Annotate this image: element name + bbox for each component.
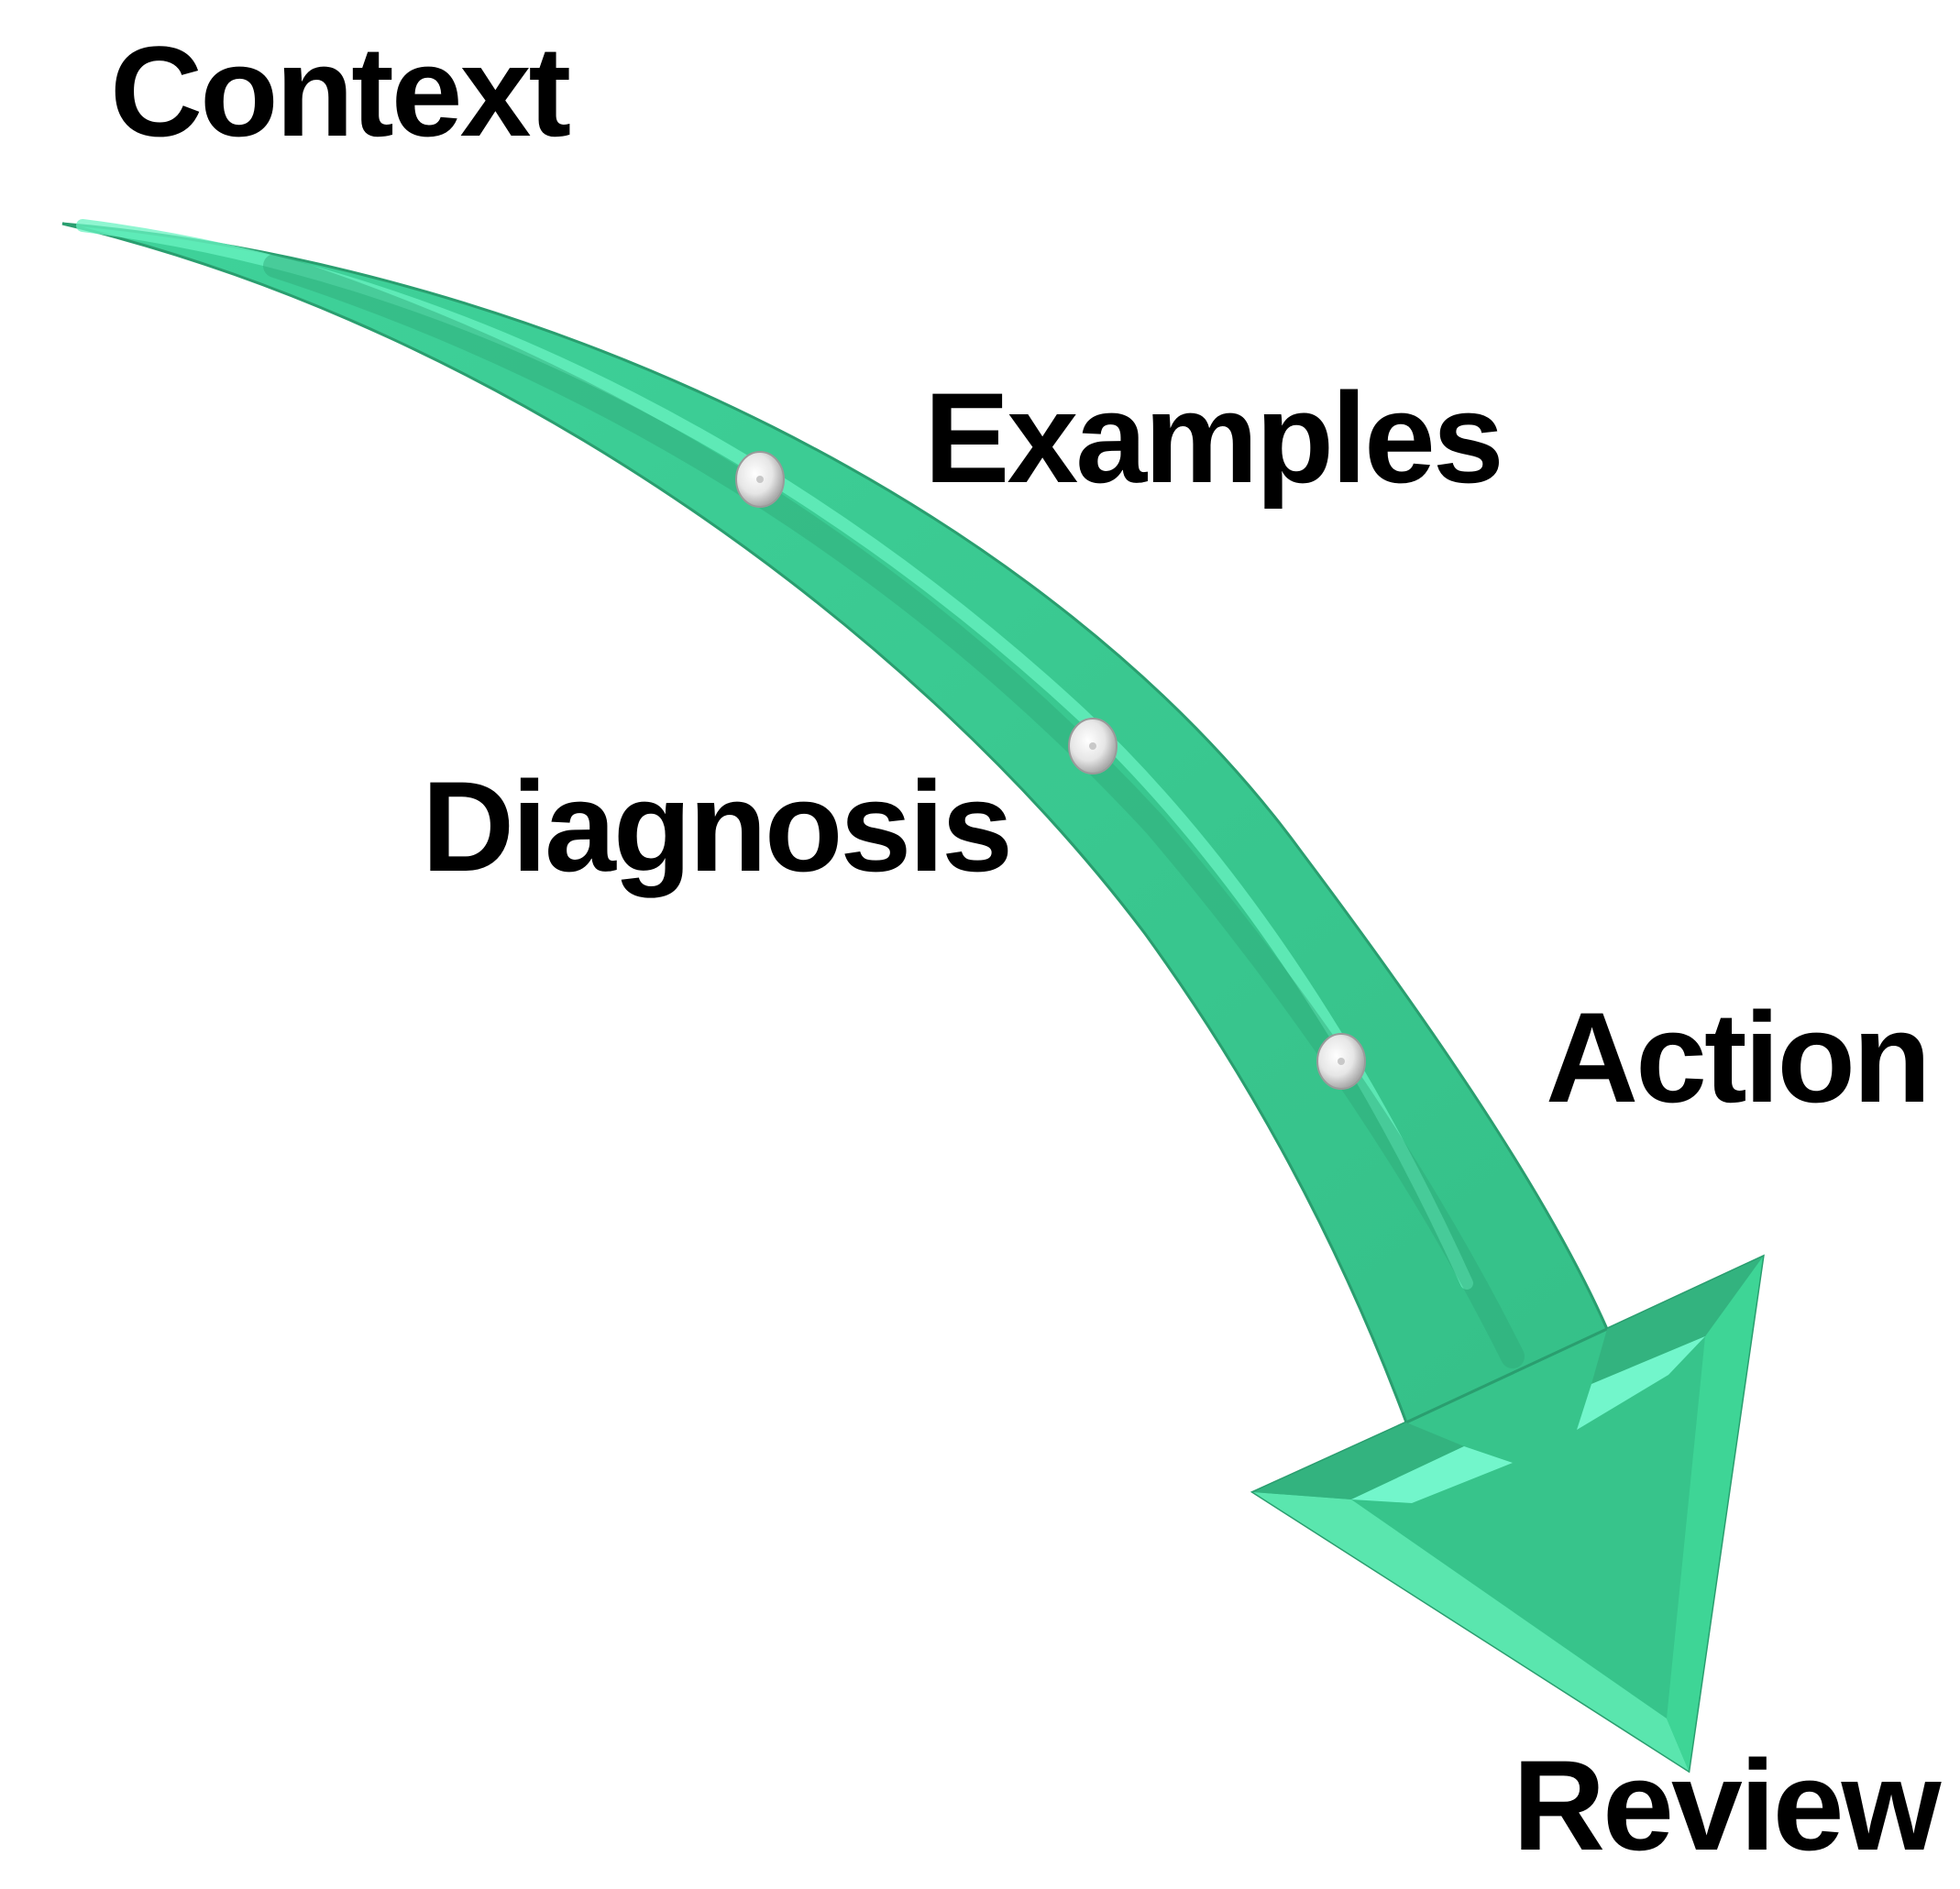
step-label-context: Context	[110, 19, 571, 163]
arrowhead-bevel-right	[1667, 1257, 1763, 1771]
arrowhead-bevel-bottom	[1253, 1492, 1689, 1771]
milestone-dot-center	[1089, 742, 1096, 750]
arrowhead-highlight-right	[1577, 1336, 1705, 1430]
arrowhead-highlight-left	[1351, 1446, 1513, 1503]
milestone-dot-center	[756, 476, 764, 483]
step-label-review: Review	[1513, 1733, 1941, 1877]
step-label-diagnosis: Diagnosis	[422, 754, 1013, 898]
arrowhead-bevel-left-top	[1253, 1422, 1464, 1499]
step-label-examples: Examples	[924, 366, 1504, 510]
step-label-action: Action	[1546, 985, 1932, 1129]
arrowhead-bevel-top	[1591, 1257, 1763, 1384]
milestone-dot-center	[1338, 1058, 1345, 1065]
milestone-dots	[735, 451, 1366, 1090]
